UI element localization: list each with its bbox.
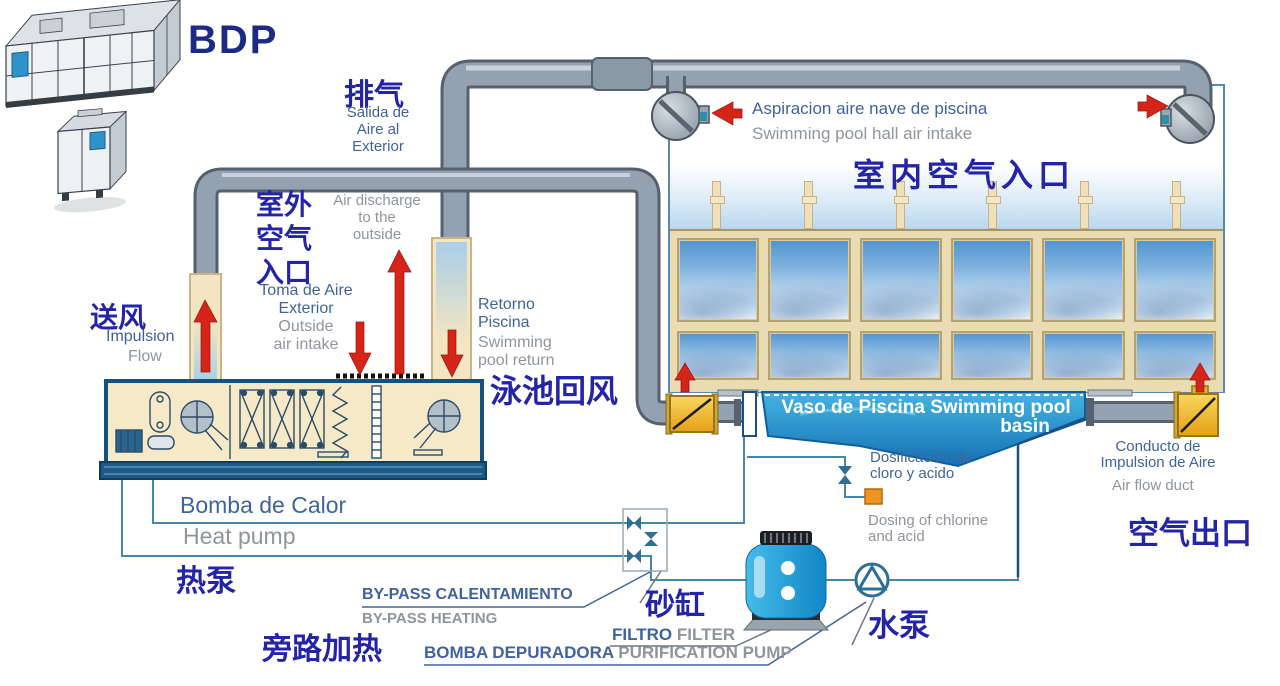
hall-intake-label-es: Aspiracion aire nave de piscina — [752, 99, 988, 118]
window-pane — [768, 331, 851, 380]
window-pane — [951, 238, 1034, 322]
bypass-valve-group — [622, 508, 668, 572]
pool-return-es-line2: Piscina — [478, 314, 530, 331]
roof-post — [802, 181, 817, 229]
valve-icon — [627, 516, 658, 563]
filter-label-en: FILTER — [676, 625, 736, 644]
exhaust-en-line1: Air discharge — [333, 192, 421, 209]
window-pane — [677, 331, 760, 380]
air-duct-label-en: Air flow duct — [1112, 477, 1194, 494]
chlorine-injector-icon — [864, 488, 883, 505]
window-wall — [670, 229, 1223, 392]
window-pane — [1042, 331, 1125, 380]
heat-pump-label-zh: 热泵 — [176, 565, 236, 598]
outside-air-zh-line2: 空气 — [256, 223, 313, 254]
brand-logo: BDP — [188, 18, 279, 62]
exhaust-es-line3: Exterior — [352, 138, 404, 155]
exhaust-label-es: Salida de Aire al Exterior — [322, 104, 434, 155]
exhaust-es-line2: Aire al — [356, 121, 400, 138]
purification-pump-icon — [854, 562, 890, 598]
purification-pump-label-latin: BOMBA DEPURADORA PURIFICATION PUMP — [424, 643, 792, 663]
bypass-label-es: BY-PASS CALENTAMIENTO — [362, 586, 573, 603]
water-pump-label-zh: 水泵 — [868, 608, 930, 643]
pool-return-es-line1: Retorno — [478, 296, 535, 313]
dosing-label-es: Dosificacion de cloro y acido — [870, 450, 972, 482]
exhaust-label-en: Air discharge to the outside — [316, 192, 438, 243]
purification-pump-label-en: PURIFICATION PUMP — [618, 643, 792, 662]
air-duct-es-line2: Impulsion de Aire — [1100, 454, 1216, 471]
dosing-es-line1: Dosificacion de — [870, 449, 972, 466]
roof-post — [1170, 181, 1185, 229]
air-duct-label-zh: 空气出口 — [1128, 516, 1252, 551]
supply-up-arrow — [193, 299, 218, 373]
dosing-en-line2: and acid — [868, 528, 925, 545]
purification-pump-label-es: BOMBA DEPURADORA — [424, 643, 614, 662]
exhaust-es-line1: Salida de — [346, 104, 410, 121]
hall-intake-label-zh: 室内空气入口 — [853, 157, 1076, 193]
floor-damper-left — [665, 393, 719, 435]
exhaust-label-zh: 排气 — [344, 79, 404, 112]
pool-return-label-es: Retorno Piscina — [478, 296, 535, 332]
supply-air-label-en: Flow — [128, 348, 162, 365]
outside-air-es-line1: Toma de Aire — [259, 282, 353, 299]
air-duct-label-es: Conducto de Impulsion de Aire — [1083, 439, 1233, 471]
outside-air-en-line1: Outside — [278, 318, 334, 335]
air-duct-es-line1: Conducto de — [1115, 438, 1201, 455]
filter-label-latin: FILTRO FILTER — [612, 625, 735, 645]
sand-filter-tank — [742, 531, 830, 631]
roof-post — [710, 181, 725, 229]
pool-return-en-line1: Swimming — [478, 334, 552, 351]
floor-damper-right — [1173, 385, 1219, 439]
return-duct — [431, 237, 472, 387]
dosing-en-line1: Dosing of chlorine — [868, 512, 989, 529]
pool-return-label-en: Swimming pool return — [478, 334, 555, 370]
supply-air-label-zh: 送风 — [90, 302, 147, 333]
window-pane — [859, 331, 942, 380]
outside-air-zh-line1: 室外 — [256, 189, 313, 220]
window-pane — [1133, 238, 1216, 322]
exhaust-en-line2: to the — [358, 209, 396, 226]
outside-air-label-zh: 室外 空气 入口 — [256, 188, 312, 290]
hall-intake-label-en: Swimming pool hall air intake — [752, 124, 973, 143]
bypass-label-en: BY-PASS HEATING — [362, 610, 498, 627]
exhaust-up-arrow — [387, 249, 412, 375]
outside-air-en-line2: air intake — [273, 336, 339, 353]
window-pane — [951, 331, 1034, 380]
outside-air-label-en: Outside air intake — [246, 318, 366, 354]
basin-left-wall — [742, 391, 757, 437]
dosing-label-en: Dosing of chlorine and acid — [868, 513, 988, 545]
window-pane — [768, 238, 851, 322]
window-pane — [1133, 331, 1216, 380]
outside-air-label-es: Toma de Aire Exterior — [246, 282, 366, 318]
window-pane — [1042, 238, 1125, 322]
product-photo-small-unit — [54, 108, 128, 213]
exhaust-en-line3: outside — [352, 226, 402, 243]
basin-label-line2: basin — [1000, 416, 1050, 437]
product-photo-large-unit — [4, 0, 182, 108]
dosing-es-line2: cloro y acido — [870, 465, 955, 482]
window-pane — [859, 238, 942, 322]
heat-pump-label-en: Heat pump — [183, 523, 296, 549]
filter-label-es: FILTRO — [612, 625, 673, 644]
heat-pump-label-es: Bomba de Calor — [180, 492, 347, 518]
unit-base-rail — [99, 461, 487, 480]
pool-return-label-zh: 泳池回风 — [490, 373, 619, 409]
roof-post — [1078, 181, 1093, 229]
supply-air-label-es: Impulsion — [106, 328, 175, 345]
supply-duct — [189, 273, 222, 387]
outside-air-es-line2: Exterior — [278, 300, 334, 317]
bypass-label-zh: 旁路加热 — [262, 633, 382, 666]
filter-label-zh: 砂缸 — [645, 589, 705, 622]
return-down-arrow — [440, 329, 464, 378]
window-pane — [677, 238, 760, 322]
